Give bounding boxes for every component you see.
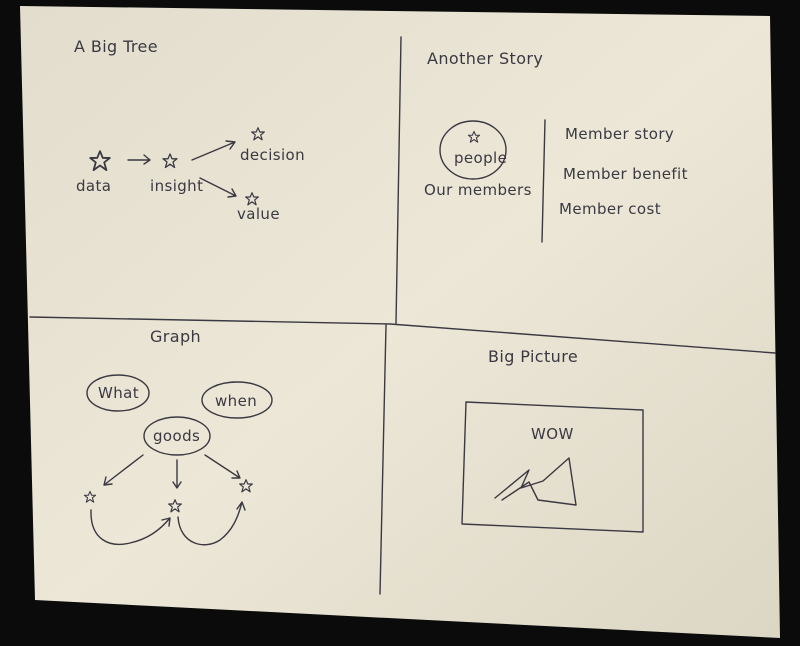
- bubble-goods: [143, 416, 211, 456]
- vertical-divider-top: [395, 36, 402, 325]
- title-another-story: Another Story: [427, 49, 543, 68]
- label-data: data: [76, 177, 111, 195]
- list-item-member-benefit: Member benefit: [563, 165, 688, 183]
- arrow-insight-decision: [191, 140, 236, 161]
- title-a-big-tree: A Big Tree: [74, 37, 158, 56]
- list-item-member-story: Member story: [565, 125, 674, 143]
- mountain-sketch: [494, 457, 577, 506]
- label-wow: WOW: [531, 425, 574, 443]
- arrow-goods-down: [172, 459, 182, 489]
- arrow-insight-value: [199, 177, 237, 198]
- label-our-members: Our members: [424, 181, 532, 199]
- label-when: when: [215, 392, 257, 410]
- paper-sheet: [20, 6, 780, 638]
- bubble-when: [201, 381, 273, 419]
- arrow-goods-right: [204, 454, 241, 479]
- curve-arrow-left: [90, 509, 171, 546]
- arrow-goods-left: [103, 454, 144, 486]
- list-item-member-cost: Member cost: [559, 200, 661, 218]
- label-what: What: [98, 384, 139, 402]
- vertical-divider-bottom: [379, 324, 387, 595]
- curve-arrow-right: [177, 501, 246, 546]
- label-decision: decision: [240, 146, 305, 164]
- people-circle: [439, 120, 507, 180]
- horizontal-divider: [29, 316, 776, 354]
- label-goods: goods: [153, 427, 200, 445]
- picture-frame: [461, 401, 644, 533]
- bubble-what: [86, 374, 150, 412]
- title-big-picture: Big Picture: [488, 347, 578, 366]
- label-insight: insight: [150, 177, 203, 195]
- label-value: value: [237, 205, 280, 223]
- arrow-data-insight: [127, 154, 151, 165]
- list-divider: [541, 119, 546, 243]
- title-graph: Graph: [150, 327, 201, 346]
- label-people: people: [454, 149, 507, 167]
